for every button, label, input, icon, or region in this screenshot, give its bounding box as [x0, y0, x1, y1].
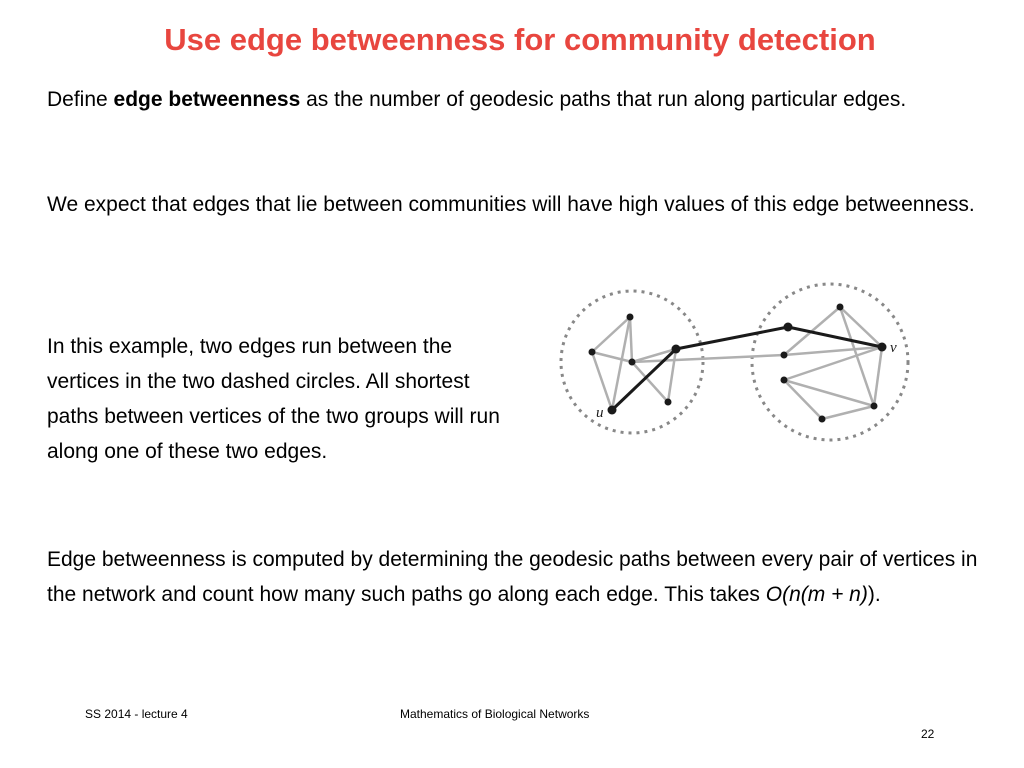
- slide-title: Use edge betweenness for community detec…: [164, 22, 876, 57]
- highlighted-path: [610, 325, 883, 412]
- definition-text-start: Define: [47, 88, 114, 111]
- definition-text-end: as the number of geodesic paths that run…: [300, 88, 907, 111]
- vertex-label-u: u: [596, 405, 604, 421]
- complexity-formula: O(n(m + n): [765, 583, 868, 606]
- footer-course-title: Mathematics of Biological Networks: [400, 707, 590, 721]
- right-community-circle: [750, 282, 910, 442]
- example-paragraph: In this example, two edges run between t…: [47, 335, 500, 463]
- footer-lecture: SS 2014 - lecture 4: [85, 707, 188, 721]
- computation-paragraph: Edge betweenness is computed by determin…: [47, 542, 997, 612]
- computation-text: Edge betweenness is computed by determin…: [47, 548, 978, 606]
- left-community-circle: [559, 289, 705, 435]
- edge-betweenness-term: edge betweenness: [113, 88, 301, 111]
- computation-text-end: ).: [867, 583, 881, 606]
- definition-paragraph: Define edge betweenness as the number of…: [47, 82, 947, 117]
- graph-edges: [590, 306, 884, 421]
- expectation-paragraph: We expect that edges that lie between co…: [47, 193, 975, 216]
- graph-vertices: [588, 303, 887, 423]
- vertex-label-v: v: [890, 340, 897, 356]
- community-graph-diagram: u v: [559, 282, 910, 442]
- page-number: 22: [921, 727, 935, 741]
